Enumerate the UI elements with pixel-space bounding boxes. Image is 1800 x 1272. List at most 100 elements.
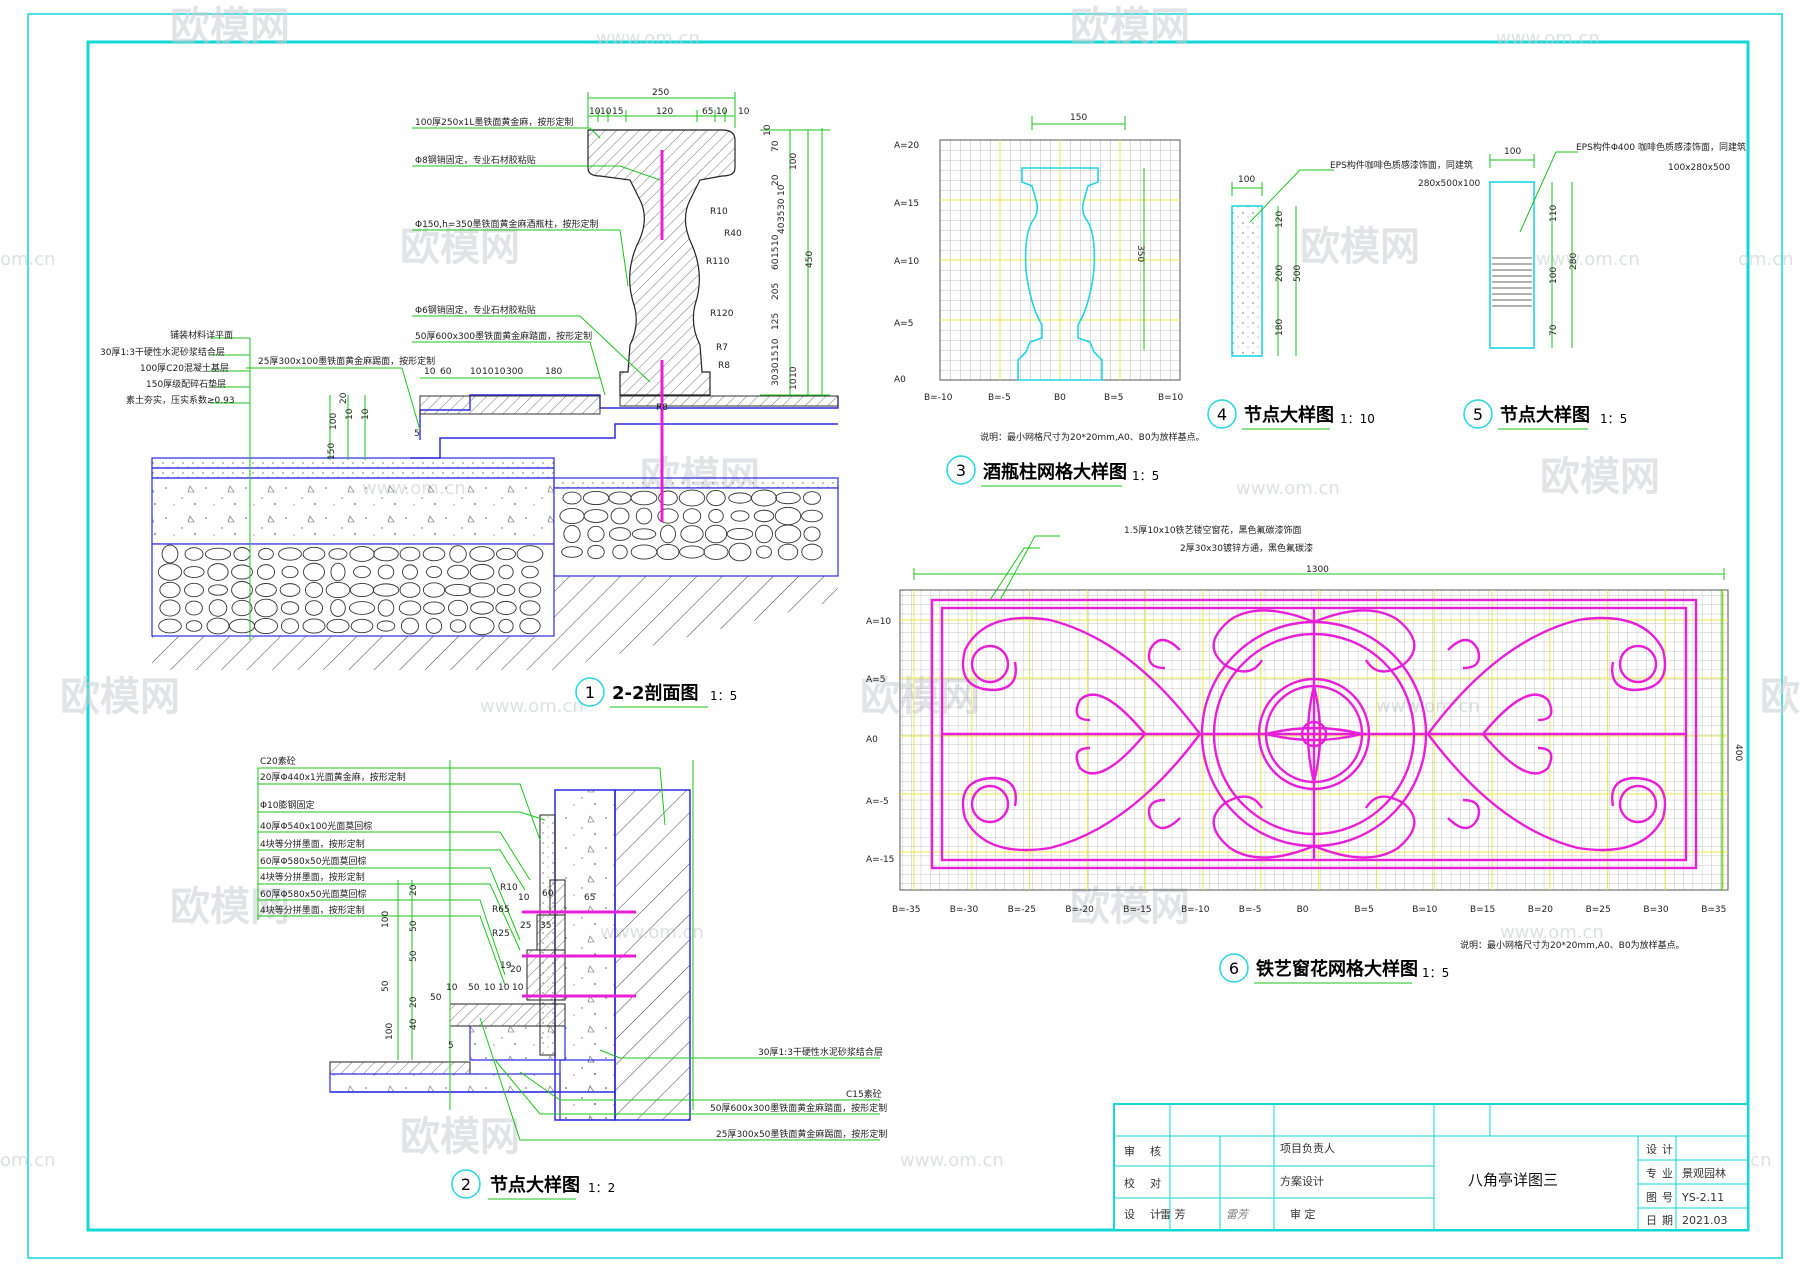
note-text: 280x500x100 (1418, 179, 1480, 189)
gravel-stone (775, 491, 801, 505)
dim-text: 110 (1549, 205, 1559, 222)
tb-label: 专 (1646, 1166, 1657, 1180)
gravel-stone (498, 564, 514, 580)
detail-4-node: 100 120 200 500 180 EPS构件咖啡色质感漆饰面，同建筑 28… (1207, 159, 1480, 430)
tb-label: 核 (1150, 1144, 1161, 1158)
detail-number: 4 (1217, 405, 1227, 424)
tb-label: 日 (1646, 1214, 1657, 1227)
grid-row-label: A=15 (894, 199, 919, 209)
gravel-stone (678, 489, 706, 507)
watermark-brand: 欧模网 (1070, 4, 1190, 50)
watermark-brand: 欧模网 (170, 884, 290, 930)
note-text: 30厚1:3干硬性水泥砂浆结合层 (758, 1046, 883, 1058)
grid-col-label: B=15 (1470, 905, 1495, 915)
note-text: C20素砼 (260, 755, 296, 767)
detail-number: 6 (1229, 959, 1239, 978)
gravel-stone (157, 563, 183, 581)
dim-text: 5 (448, 1041, 454, 1051)
dim-text: 15 (771, 247, 781, 258)
dim-text: 25 (520, 921, 531, 931)
tb-label: 审 (1124, 1144, 1135, 1158)
tb-specialty: 景观园林 (1682, 1166, 1726, 1180)
gravel-stone (325, 581, 351, 599)
gravel-stone (447, 564, 469, 580)
gravel-stone (656, 543, 680, 561)
dim-text: 120 (656, 107, 673, 117)
radius-label: R110 (706, 257, 730, 267)
gravel-stone (730, 510, 750, 522)
gravel-stone (159, 581, 181, 599)
grid-col-label: B=35 (1701, 905, 1726, 915)
detail-number-bubble (1463, 399, 1493, 429)
dim-text: 10 (498, 983, 510, 993)
detail-title: 2-2剖面图 (612, 682, 699, 704)
dim-text: 10 (345, 408, 355, 420)
dim-text: 200 (1275, 265, 1285, 282)
watermark-url: www.om.cn (480, 696, 584, 717)
detail-number-bubble (451, 1169, 481, 1199)
note-text: 100厚C20混凝土基层 (140, 362, 229, 374)
dim-text: 50 (430, 993, 442, 1003)
detail-number: 2 (461, 1175, 471, 1194)
dim-text: 10 (482, 367, 494, 377)
gravel-stone (753, 509, 775, 523)
watermark-brand: 欧模网 (400, 1114, 520, 1160)
dim-text: 100 (1549, 267, 1559, 284)
gravel-stone (399, 546, 421, 562)
note-text: 30厚1:3干硬性水泥砂浆结合层 (100, 346, 225, 358)
grid-row-label: A=5 (866, 675, 885, 685)
grid-col-label: B=-35 (892, 905, 920, 915)
detail-scale: 1：5 (1600, 412, 1627, 426)
dim-text: 35 (777, 211, 787, 222)
gravel-stone (350, 618, 374, 634)
note-text: 25厚300x50墨铁面黄金麻踢面，按形定制 (716, 1128, 887, 1140)
grid-col-label: B=5 (1354, 905, 1373, 915)
gravel-stone (398, 600, 422, 616)
gravel-stone (399, 582, 421, 598)
gravel-stone (348, 601, 376, 615)
dim-text: 10 (763, 124, 773, 136)
tb-label: 项目负责人 (1280, 1141, 1335, 1155)
dim-text: 350 (1135, 245, 1145, 262)
watermark-brand: 欧模网 (400, 224, 520, 270)
grid-row-label: A=10 (894, 257, 919, 267)
gravel-stone (444, 584, 472, 596)
dim-text: 50 (381, 980, 391, 992)
dim-text: 50 (468, 983, 480, 993)
dim-text: 40 (409, 1018, 419, 1030)
gravel-stone (204, 547, 232, 561)
tb-date: 2021.03 (1682, 1214, 1728, 1227)
gravel-stone (751, 489, 777, 507)
dim-text: 10 (600, 107, 612, 117)
dim-text: 15 (612, 107, 623, 117)
gravel-stone (425, 618, 443, 634)
radius-label: R7 (716, 343, 728, 353)
gravel-stone (631, 528, 657, 540)
note-text: 4块等分拼墨面，按形定制 (260, 871, 365, 883)
tb-drawing-number: YS-2.11 (1681, 1191, 1724, 1204)
note-text: 20厚Φ440x1光面黄金麻，按形定制 (260, 771, 406, 783)
watermark-url-short: om.cn (1738, 249, 1794, 270)
detail-title: 节点大样图 (1244, 404, 1334, 426)
grid-col-label: B=10 (1158, 393, 1183, 403)
grid-col-label: B=10 (1412, 905, 1437, 915)
radius-label: R120 (710, 309, 734, 319)
gravel-stone (610, 507, 630, 525)
gravel-stone (587, 544, 605, 560)
gravel-layer-left (157, 544, 544, 636)
note-text: 150厚级配碎石垫层 (146, 378, 226, 390)
tb-label: 业 (1662, 1167, 1673, 1180)
dim-text: 60 (440, 367, 452, 377)
watermark-url: www.om.cn (1236, 478, 1340, 499)
dim-text: 50 (409, 920, 419, 932)
gravel-stone (207, 563, 229, 581)
note-text: 4块等分拼墨面，按形定制 (260, 904, 365, 916)
dim-text: 50 (409, 950, 419, 962)
dim-overall-width: 1300 (1306, 565, 1329, 575)
gravel-stone (158, 618, 182, 634)
dim-text: 60 (771, 258, 781, 270)
gravel-stone (468, 582, 496, 598)
